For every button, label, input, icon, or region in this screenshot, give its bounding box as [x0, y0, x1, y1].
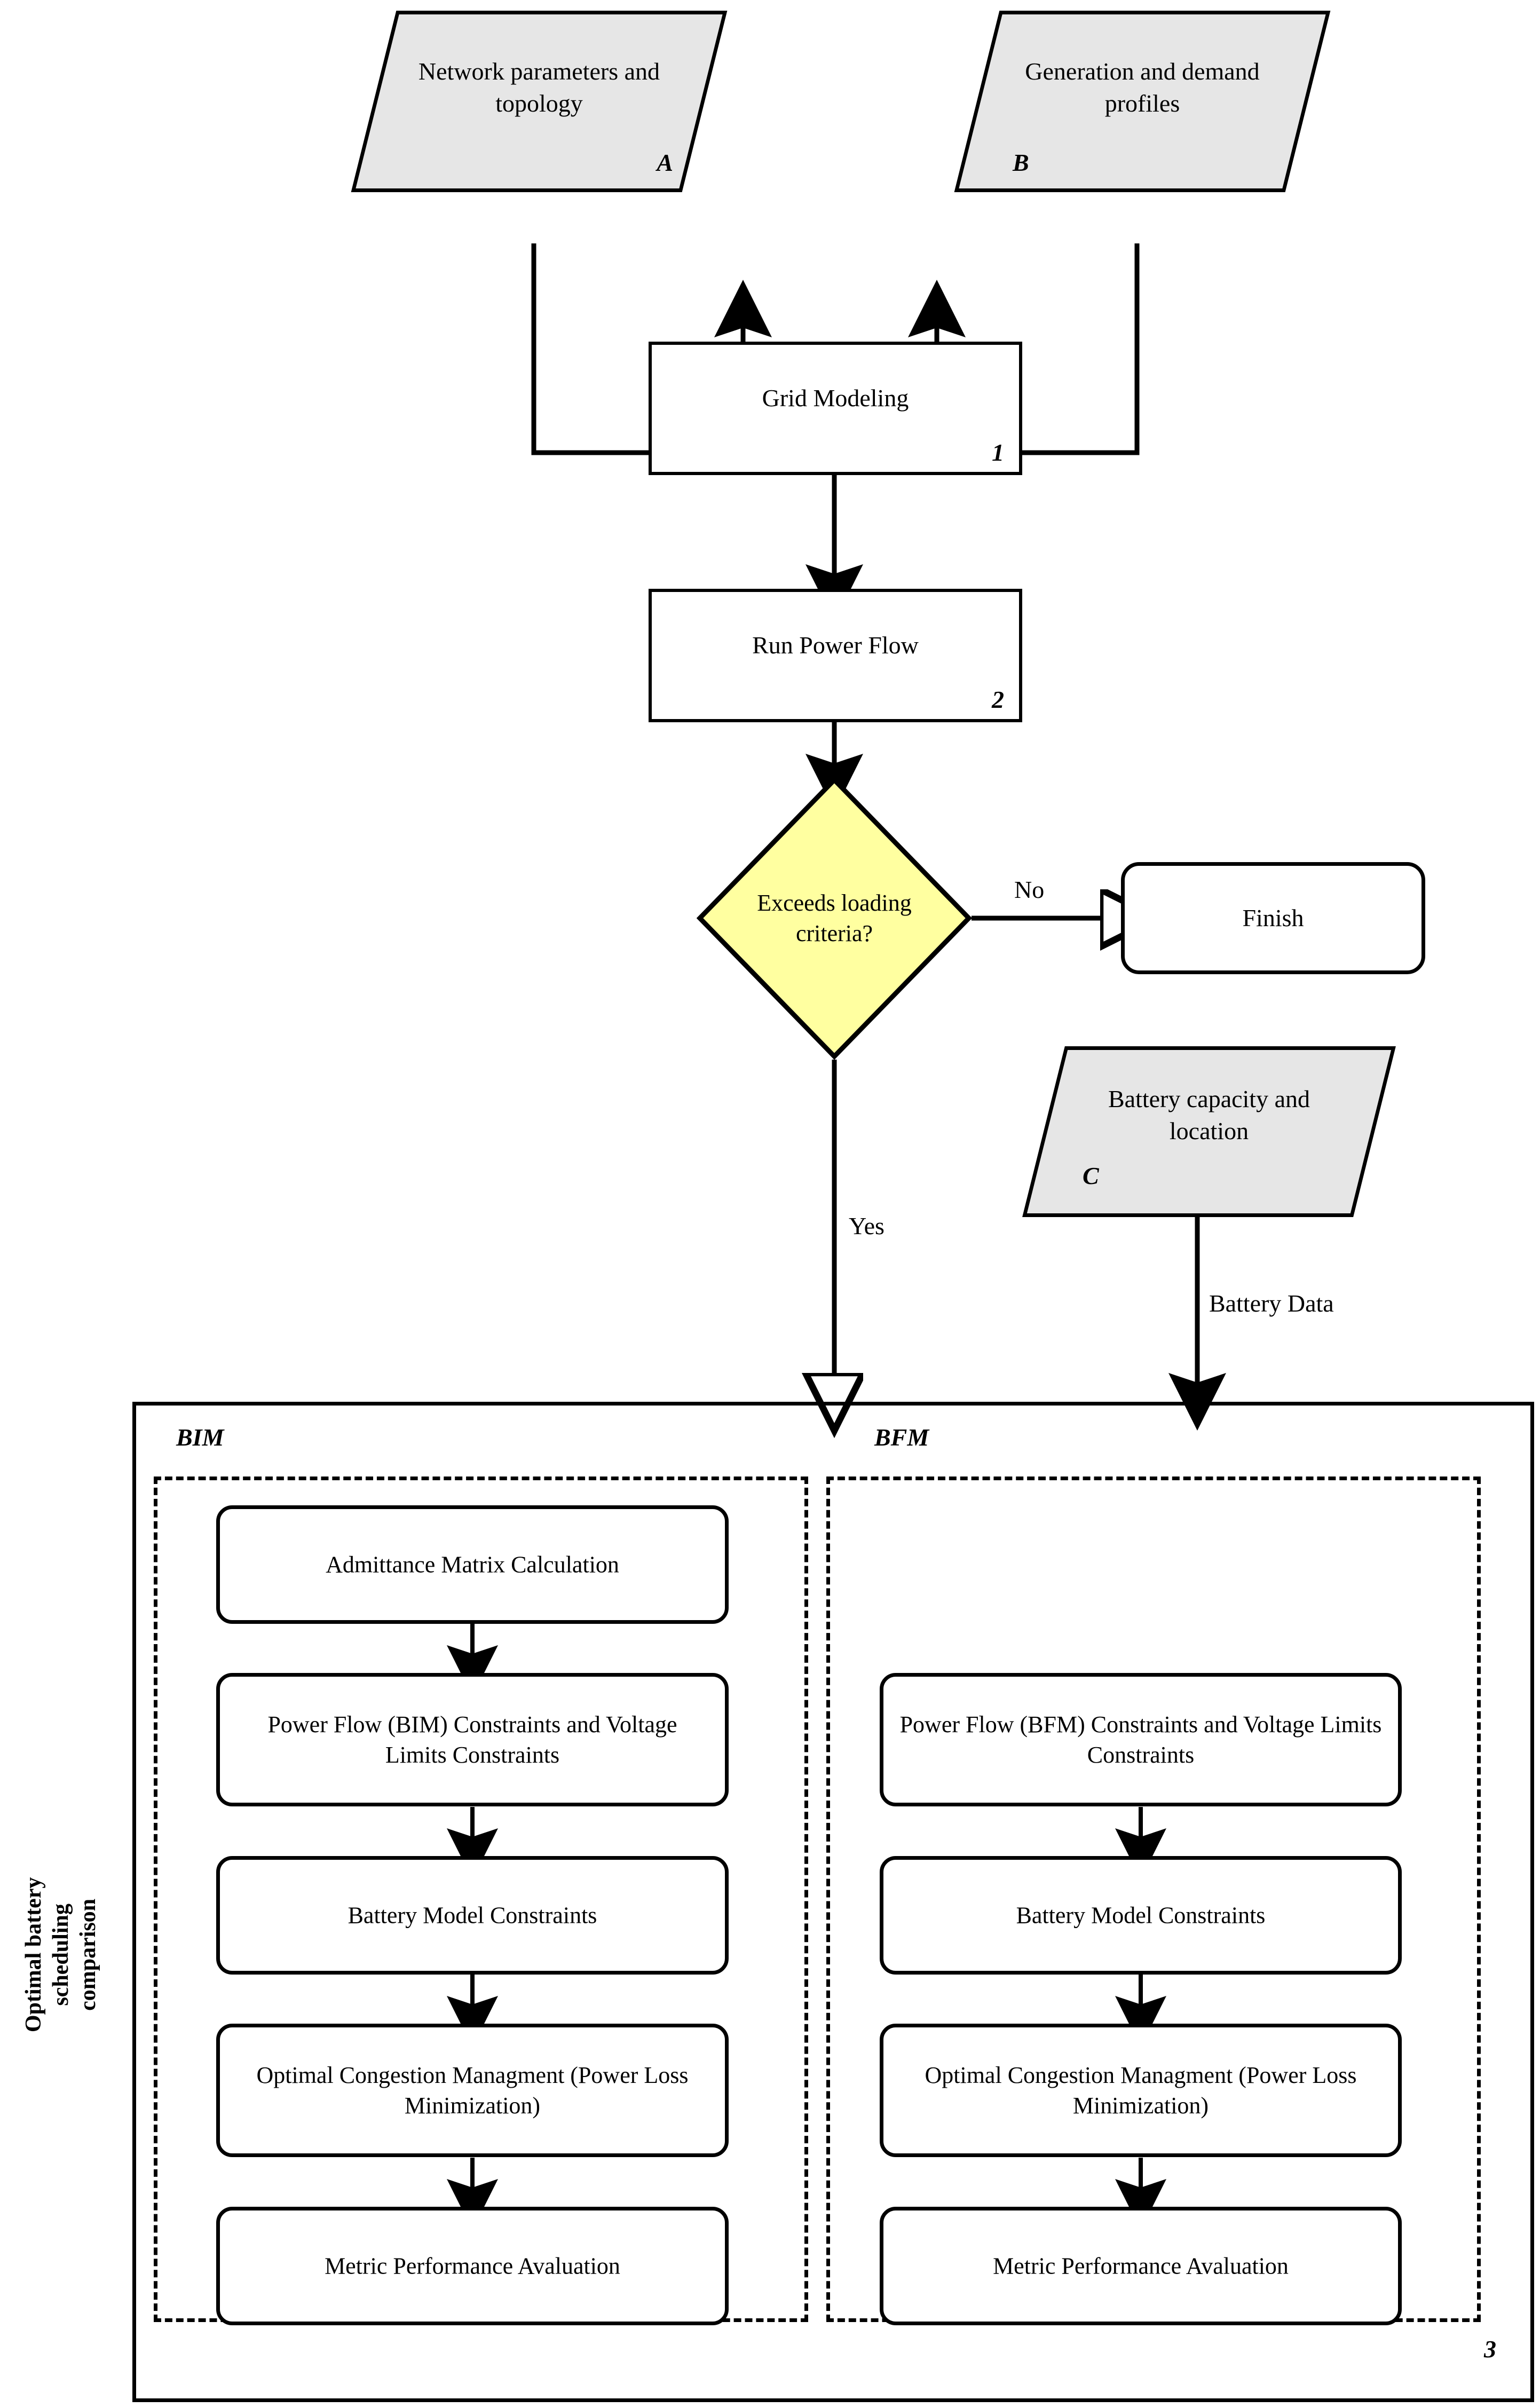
input-c-tag: C — [1083, 1162, 1099, 1189]
bfm-step-2-label: Battery Model Constraints — [1016, 1902, 1266, 1929]
input-a-label: Network parameters and topology — [418, 58, 660, 117]
input-a-tag: A — [657, 149, 673, 176]
edge-label-no: No — [1014, 876, 1045, 903]
process-run-power-flow[interactable]: Run Power Flow 2 — [649, 589, 1022, 722]
bfm-step-4-label: Metric Performance Avaluation — [993, 2253, 1289, 2279]
comparison-container-tag: 3 — [1484, 2335, 1496, 2363]
grid-modeling-tag: 1 — [992, 439, 1004, 466]
comparison-side-label: Optimal battery scheduling comparison — [21, 1877, 101, 2033]
group-label-bim: BIM — [176, 1424, 224, 1451]
run-power-flow-tag: 2 — [992, 686, 1004, 713]
process-grid-modeling[interactable]: Grid Modeling 1 — [649, 342, 1022, 475]
bim-step-2-label: Power Flow (BIM) Constraints and Voltage… — [267, 1711, 677, 1768]
input-c-label: Battery capacity and location — [1108, 1085, 1310, 1145]
edge-label-yes: Yes — [849, 1212, 884, 1239]
edge-label-battery-data: Battery Data — [1209, 1290, 1334, 1317]
input-b-tag: B — [1013, 149, 1029, 176]
bim-step-2[interactable]: Power Flow (BIM) Constraints and Voltage… — [216, 1673, 729, 1806]
grid-modeling-label: Grid Modeling — [762, 384, 909, 412]
finish-label: Finish — [1242, 904, 1304, 932]
bfm-step-1[interactable]: Power Flow (BFM) Constraints and Voltage… — [880, 1673, 1402, 1806]
bim-step-1[interactable]: Admittance Matrix Calculation — [216, 1505, 729, 1624]
run-power-flow-label: Run Power Flow — [752, 631, 919, 659]
bim-step-5-label: Metric Performance Avaluation — [325, 2253, 620, 2279]
input-b-label: Generation and demand profiles — [1025, 58, 1260, 117]
bim-step-4[interactable]: Optimal Congestion Managment (Power Loss… — [216, 2024, 729, 2157]
bfm-step-1-label: Power Flow (BFM) Constraints and Voltage… — [899, 1711, 1382, 1768]
decision-label: Exceeds loading criteria? — [757, 889, 912, 946]
bfm-step-2[interactable]: Battery Model Constraints — [880, 1856, 1402, 1975]
decision-exceeds-loading-criteria[interactable]: Exceeds loading criteria? — [697, 777, 972, 1060]
bfm-step-4[interactable]: Metric Performance Avaluation — [880, 2207, 1402, 2325]
comparison-container — [132, 1402, 1534, 2402]
bim-step-3[interactable]: Battery Model Constraints — [216, 1856, 729, 1975]
decision-diamond-shape — [697, 777, 972, 1060]
input-battery-capacity[interactable]: Battery capacity and location C — [1022, 1046, 1396, 1217]
input-generation-demand[interactable]: Generation and demand profiles B — [954, 11, 1331, 192]
group-label-bfm: BFM — [874, 1424, 929, 1451]
input-network-parameters[interactable]: Network parameters and topology A — [351, 11, 728, 192]
bim-step-1-label: Admittance Matrix Calculation — [326, 1551, 619, 1578]
terminator-finish[interactable]: Finish — [1121, 862, 1425, 974]
bim-step-3-label: Battery Model Constraints — [348, 1902, 597, 1929]
bim-step-4-label: Optimal Congestion Managment (Power Loss… — [256, 2062, 689, 2119]
bim-step-5[interactable]: Metric Performance Avaluation — [216, 2207, 729, 2325]
bfm-step-3-label: Optimal Congestion Managment (Power Loss… — [925, 2062, 1357, 2119]
bfm-step-3[interactable]: Optimal Congestion Managment (Power Loss… — [880, 2024, 1402, 2157]
